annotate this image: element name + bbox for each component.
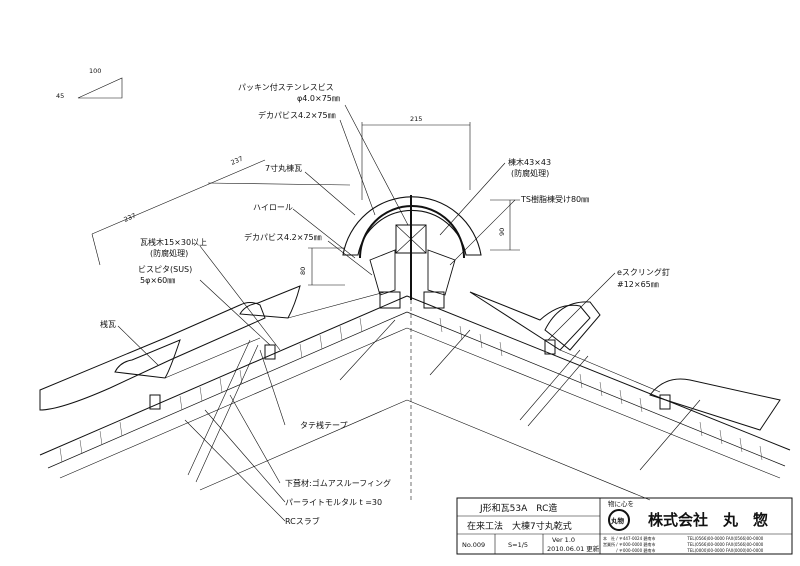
label-packing-screw-size: φ4.0×75㎜ [297,94,340,103]
label-e-ring-nail-size: #12×65㎜ [617,280,659,289]
label-tate-tape: タテ桟テープ [300,420,348,430]
logo-motto: 物に心を [608,499,634,508]
label-batten: 瓦桟木15×30以上 [140,237,207,247]
dim-90: 90 [498,228,506,236]
label-rc-slab: RCスラブ [285,516,320,526]
drawing-version: Ver 1.0 [552,536,575,544]
label-deca-screw-left: デカパビス4.2×75㎜ [244,232,322,242]
label-deca-screw-top: デカパビス4.2×75㎜ [258,110,336,120]
callout-leaders [117,104,616,522]
label-high-roll: ハイロール [253,203,293,212]
address-line-2: 営業所 / 〒000-0000 碧南市 TEL(0566)00-0000 FAX… [603,541,764,547]
labels: パッキン付ステンレスビス φ4.0×75㎜ デカパビス4.2×75㎜ 7寸丸棟瓦… [100,82,670,526]
label-ridge-wood: 棟木43×43 [508,157,551,167]
title-block: J形和瓦53A RC造 在来工法 大棟7寸丸乾式 No.009 S=1/5 Ve… [456,497,793,555]
dim-237-upper: 237 [230,155,245,167]
dimensions: 237 237 215 90 80 [91,115,520,286]
label-ridge-tile: 7寸丸棟瓦 [265,163,302,173]
label-packing-screw: パッキン付ステンレスビス [238,82,334,92]
address-line-3: / 〒000-0000 碧南市 TEL(0000)00-0000 FAX(000… [603,547,764,553]
address-line-1: 本 社 / 〒447-0024 碧南市 TEL(0566)00-0000 FAX… [603,535,764,541]
slope-indicator: 100 45 [56,67,123,100]
slope-run: 100 [89,67,101,75]
company-logo-mark [608,509,630,531]
label-perlite: パーライトモルタル t =30 [285,498,382,507]
left-roof-slope [39,285,408,491]
drawing-scale: S=1/5 [508,541,528,549]
dim-215: 215 [410,115,422,123]
right-roof-slope [406,291,791,501]
label-ridge-wood-treatment: (防腐処理) [511,168,549,178]
dim-80: 80 [299,267,307,275]
label-bispita-size: 5φ×60㎜ [140,276,175,285]
drawing-no: No.009 [462,541,485,549]
label-batten-treatment: (防腐処理) [150,248,188,258]
slope-rise: 45 [56,92,64,100]
label-eaves-tile: 桟瓦 [100,319,116,329]
label-e-ring-nail: eスクリング釘 [617,267,670,277]
drawing-date: 2010.06.01 更新 [547,544,600,553]
label-bispita: ビスピタ(SUS) [138,265,192,274]
ridge-assembly [342,195,482,500]
title-row1: J形和瓦53A RC造 [479,502,557,514]
label-ts-resin: TS樹脂棟受け80㎜ [520,194,589,204]
dim-237-lower: 237 [123,212,138,224]
title-row2: 在来工法 大棟7寸丸乾式 [467,520,572,532]
label-underlay: 下葺材:ゴムアスルーフィング [285,478,391,488]
company-logo-text: 丸物 [610,516,625,525]
company-name: 株式会社 丸 惣 [648,511,768,529]
